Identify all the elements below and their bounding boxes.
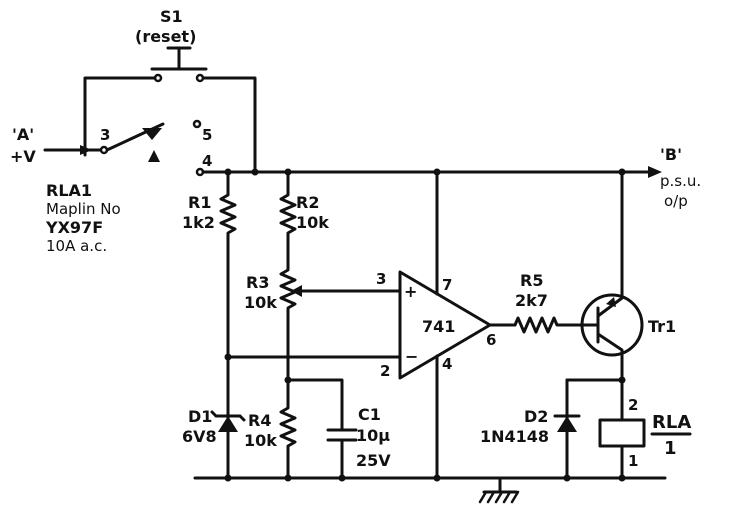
rla1-code: YX97F: [45, 218, 103, 237]
output-arrow: [648, 166, 662, 178]
opamp-pin-6: 6: [486, 331, 496, 349]
node-b-label: 'B': [660, 145, 682, 164]
r2-label: R2: [296, 193, 319, 212]
rla1-label: RLA1: [46, 181, 92, 200]
potentiometer-r3: [279, 263, 397, 382]
resistor-r5: [513, 316, 587, 334]
input-arrow: [80, 145, 92, 155]
ground-rail: [193, 474, 667, 482]
opamp-pin-3: 3: [376, 270, 386, 288]
r3-label: R3: [246, 273, 269, 292]
node-a-label: 'A': [12, 125, 34, 144]
opamp-pin-2: 2: [380, 362, 390, 380]
relay-contacts-rla1: [43, 119, 662, 178]
r5-value: 2k7: [515, 291, 548, 310]
node-b-op: o/p: [664, 192, 688, 210]
s1-label: S1: [160, 7, 183, 26]
reset-switch-s1: [83, 46, 257, 174]
d1-value: 6V8: [182, 427, 217, 446]
transistor-tr1: [580, 170, 644, 382]
opamp-pin-7: 7: [442, 276, 452, 294]
relay-pin-3: 3: [100, 126, 110, 144]
relay-coil-label: RLA: [652, 412, 691, 433]
resistor-r1: [219, 170, 237, 359]
opamp-741: [393, 170, 517, 480]
junction-dot: [251, 168, 259, 176]
c1-value: 10µ: [356, 426, 390, 445]
opamp-plus: +: [404, 282, 417, 301]
r1-value: 1k2: [182, 213, 215, 232]
rla1-rating: 10A a.c.: [46, 237, 107, 255]
r4-label: R4: [248, 411, 271, 430]
zener-diode-d1: [210, 355, 246, 480]
node-a-voltage: +V: [10, 147, 36, 166]
r5-label: R5: [520, 271, 543, 290]
opamp-pin-4: 4: [442, 355, 452, 373]
opamp-label: 741: [422, 317, 455, 336]
c1-voltage: 25V: [356, 451, 391, 470]
relay-coil-rla: [598, 378, 646, 480]
s1-sub-label: (reset): [135, 27, 196, 46]
d2-value: 1N4148: [480, 427, 549, 446]
rla1-maplin: Maplin No: [46, 200, 121, 218]
capacitor-c1: [326, 428, 358, 480]
r4-value: 10k: [244, 431, 277, 450]
diode-d2: [553, 378, 581, 480]
relay-pin-4: 4: [202, 152, 212, 170]
c1-label: C1: [358, 405, 381, 424]
r3-value: 10k: [244, 293, 277, 312]
r2-value: 10k: [296, 213, 329, 232]
r1-label: R1: [188, 193, 211, 212]
d1-label: D1: [188, 407, 212, 426]
coil-pin-2: 2: [628, 396, 638, 414]
resistor-r4: [279, 378, 297, 480]
relay-pin-5: 5: [202, 126, 212, 144]
resistor-r2: [279, 170, 297, 267]
relay-coil-number: 1: [664, 438, 677, 459]
ground-symbol: [478, 476, 520, 504]
tr1-label: Tr1: [648, 317, 676, 336]
node-b-psu: p.s.u.: [660, 172, 701, 190]
coil-pin-1: 1: [628, 452, 638, 470]
opamp-minus: −: [405, 347, 418, 366]
d2-label: D2: [524, 407, 548, 426]
